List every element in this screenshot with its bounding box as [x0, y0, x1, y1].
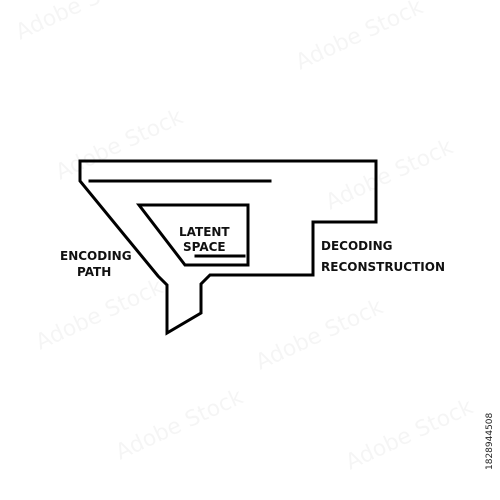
decoding-label-line1: DECODING	[321, 239, 392, 253]
watermark-text: Adobe Stock	[112, 385, 247, 466]
watermark-text: Adobe Stock	[52, 105, 187, 186]
latent-space-label-line1: LATENT	[179, 225, 230, 239]
watermark-text: Adobe Stock	[252, 295, 387, 376]
outer-shape-outline	[78, 159, 378, 336]
latent-space-box	[135, 203, 250, 267]
stock-image-id: 1828944508	[485, 412, 495, 470]
watermark-text: Adobe Stock	[12, 0, 147, 45]
decoding-label-line2: RECONSTRUCTION	[321, 260, 445, 274]
watermark-text: Adobe Stock	[32, 275, 167, 356]
watermark-text: Adobe Stock	[342, 395, 477, 476]
encoding-path-label-line2: PATH	[77, 265, 111, 279]
watermark-text: Adobe Stock	[292, 0, 427, 75]
latent-space-label-line2: SPACE	[183, 240, 226, 254]
encoding-path-label-line1: ENCODING	[60, 249, 132, 263]
watermark-text: Adobe Stock	[322, 135, 457, 216]
watermark-pattern: Adobe Stock Adobe Stock Adobe Stock Adob…	[12, 0, 477, 475]
